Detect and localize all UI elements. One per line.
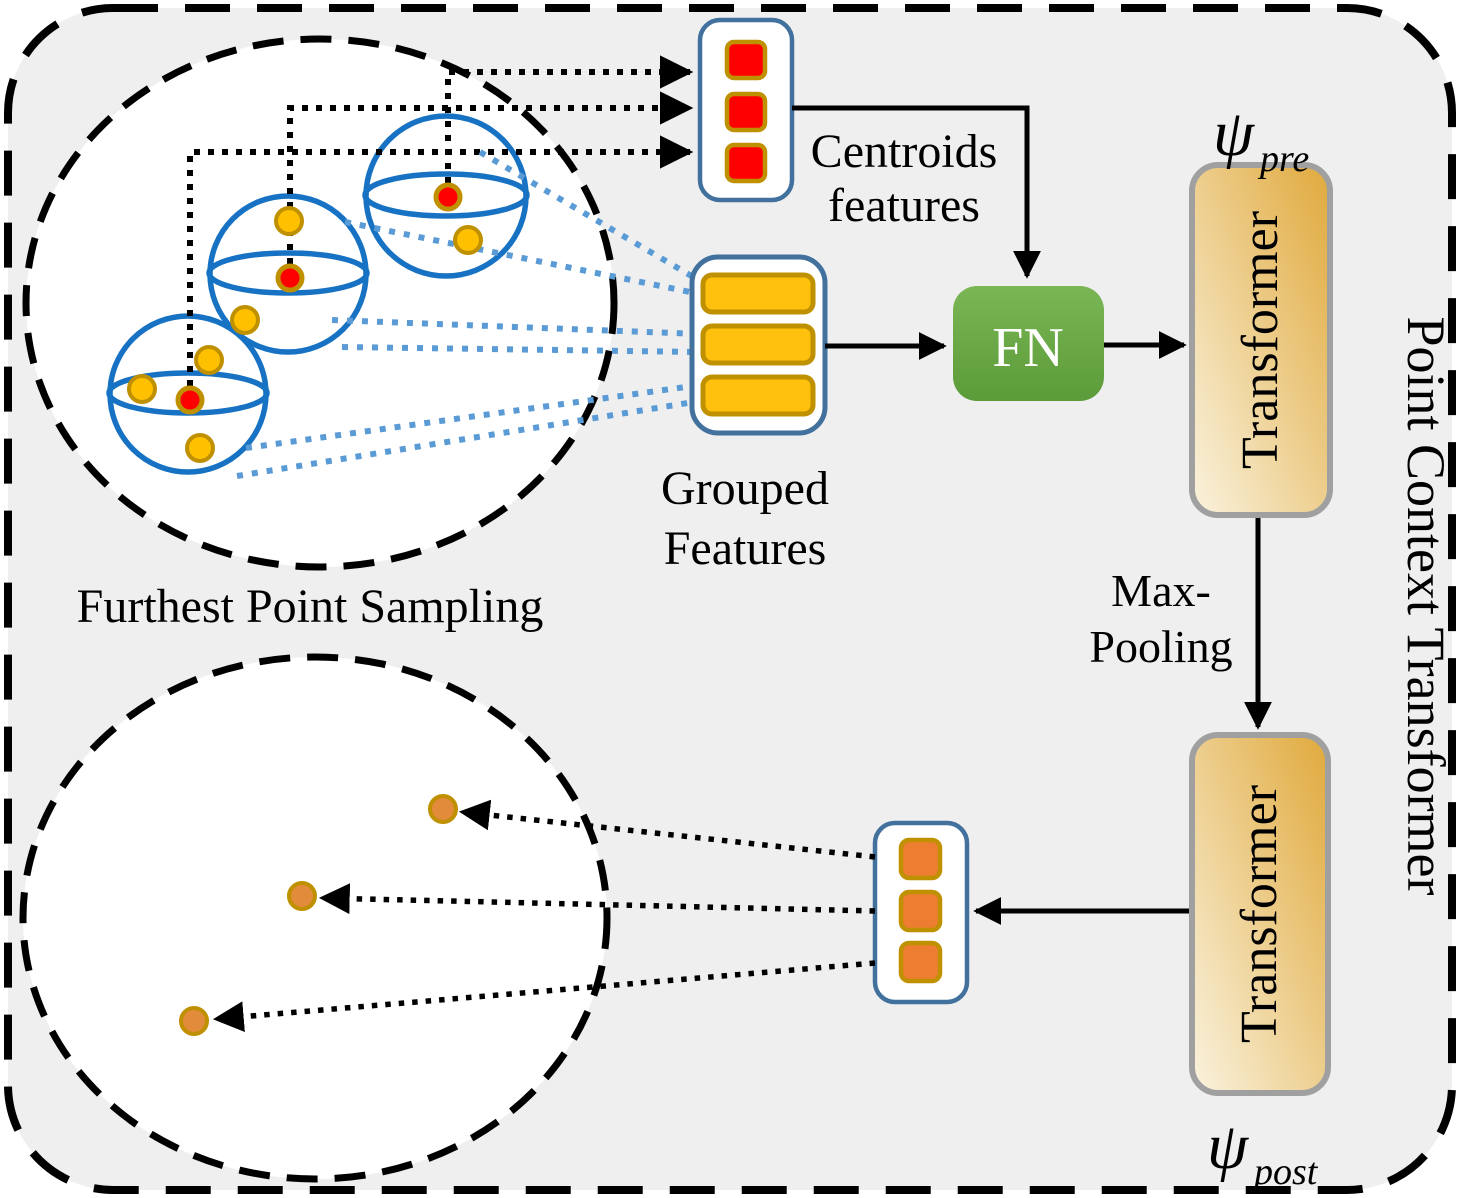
sampled-point-arrow-3 bbox=[212, 960, 876, 1032]
grouped-feature-bar bbox=[700, 323, 816, 366]
sampled-point-dot bbox=[428, 794, 458, 824]
sampled-feature-square bbox=[898, 837, 943, 881]
point-dot bbox=[127, 374, 157, 404]
maxpool-label-line1: Max- bbox=[1111, 565, 1211, 616]
side-title: Point Context Transformer bbox=[1396, 316, 1456, 895]
centroid-feature-square bbox=[724, 142, 768, 184]
sampled-point-dot bbox=[179, 1006, 209, 1036]
psi-pre-subscript: pre bbox=[1257, 138, 1309, 180]
grouped-trace-line-1 bbox=[478, 149, 702, 284]
psi-pre-glyph: ψ bbox=[1213, 97, 1255, 170]
centroid-dot bbox=[175, 385, 205, 415]
centroids-box bbox=[697, 17, 795, 203]
centroids-label-line2: features bbox=[828, 179, 980, 232]
sampled-features-box bbox=[872, 820, 970, 1005]
point-dot bbox=[194, 345, 224, 375]
grouped-trace-line-6 bbox=[236, 398, 701, 479]
grouped-feature-bar bbox=[700, 374, 816, 417]
grouped-feature-bar bbox=[700, 272, 816, 315]
sampled-feature-square bbox=[898, 889, 943, 933]
transformer-post-label: Transformer bbox=[1231, 785, 1288, 1043]
maxpool-label-line2: Pooling bbox=[1089, 621, 1232, 672]
grouped-label-line2: Features bbox=[664, 522, 827, 575]
transformer-post-box bbox=[1189, 732, 1331, 1096]
sampled-point-arrow-1 bbox=[458, 799, 876, 860]
transformer-pre-box bbox=[1189, 162, 1333, 518]
psi-post-subscript: post bbox=[1251, 1151, 1319, 1193]
grouped-features-box bbox=[689, 254, 828, 436]
centroid-feature-square bbox=[724, 39, 768, 81]
sphere-1-equator bbox=[362, 171, 530, 219]
fn-label: FN bbox=[992, 317, 1064, 379]
point-dot bbox=[185, 433, 215, 463]
grouped-trace-line-5 bbox=[245, 382, 701, 451]
sampled-feature-square bbox=[898, 940, 943, 984]
grouped-trace-line-3 bbox=[331, 317, 701, 337]
centroid-feature-square bbox=[724, 91, 768, 133]
transformer-pre-label: Transformer bbox=[1232, 211, 1289, 469]
point-dot bbox=[230, 305, 260, 335]
grouped-trace-line-2 bbox=[344, 219, 701, 297]
fn-box bbox=[953, 286, 1104, 401]
centroid-dot bbox=[275, 263, 305, 293]
fps-label: Furthest Point Sampling bbox=[77, 580, 544, 633]
sphere-2-equator bbox=[206, 250, 370, 296]
centroid-dot bbox=[433, 182, 463, 212]
sampled-point-arrow-2 bbox=[318, 883, 876, 915]
fps-region-bottom-circle bbox=[19, 653, 611, 1183]
arrow-centroids-to-fn bbox=[792, 105, 1041, 279]
psi-post-glyph: ψ bbox=[1207, 1110, 1249, 1183]
sampled-point-dot bbox=[287, 881, 317, 911]
point-dot bbox=[274, 206, 304, 236]
centroids-label-line1: Centroids bbox=[811, 125, 998, 178]
point-dot bbox=[453, 225, 483, 255]
grouped-label-line1: Grouped bbox=[661, 462, 829, 515]
